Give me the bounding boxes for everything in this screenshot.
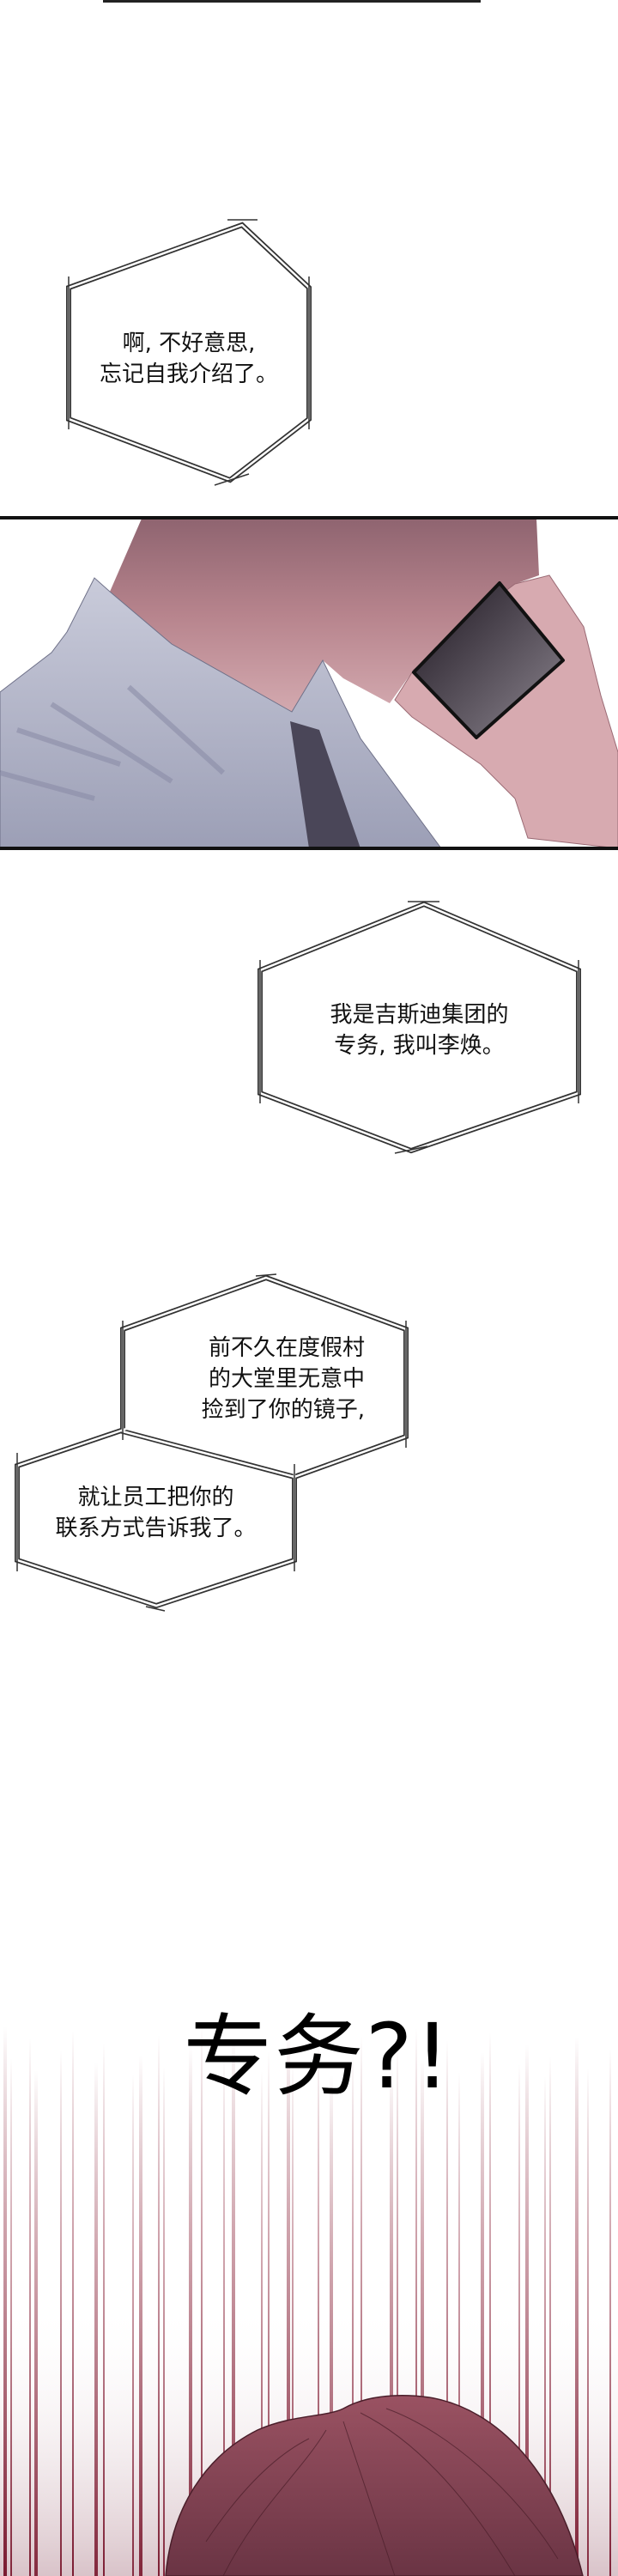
shock-line: [10, 2058, 12, 2576]
shock-line: [189, 2047, 192, 2576]
panel-shock-lines: [0, 2026, 618, 2576]
shock-line: [60, 2050, 62, 2576]
bubble-line: 我是吉斯迪集团的: [330, 1002, 509, 1028]
shock-line: [292, 2063, 294, 2576]
bubble-1-text: 啊, 不好意思, 忘记自我介绍了。: [69, 328, 309, 390]
sound-effect-text: 专务?!: [183, 2004, 452, 2109]
shock-line: [489, 2032, 491, 2576]
shock-line: [268, 2051, 270, 2576]
shock-line: [518, 2064, 520, 2576]
shock-line: [360, 2036, 362, 2576]
shock-line: [287, 2032, 290, 2576]
shock-line: [261, 2071, 263, 2576]
shock-line: [352, 2056, 354, 2576]
shock-line: [330, 2075, 333, 2576]
shock-line: [481, 2052, 484, 2576]
shock-line: [446, 2040, 448, 2576]
shock-line: [458, 2072, 460, 2576]
bubble-line: 啊, 不好意思,: [122, 331, 256, 356]
shock-line: [318, 2044, 319, 2576]
shock-line: [3, 2026, 7, 2576]
shock-line: [390, 2068, 393, 2576]
bubble-line: 联系方式告诉我了。: [55, 1516, 257, 1541]
bubble-2-text: 我是吉斯迪集团的 专务, 我叫李焕。: [260, 999, 579, 1061]
shock-line: [158, 2035, 160, 2576]
shock-line: [232, 2039, 235, 2576]
shock-lines: [3, 2026, 611, 2576]
bubble-3-text: 前不久在度假村 的大堂里无意中 捡到了你的镜子,: [159, 1333, 365, 1425]
shock-line: [132, 2075, 134, 2576]
shock-line: [397, 2048, 398, 2576]
phone-icon: [412, 581, 565, 739]
panel-border-top: [103, 0, 481, 3]
shock-line: [201, 2027, 203, 2576]
hair: [165, 2395, 584, 2576]
shock-line: [587, 2069, 589, 2576]
shock-line: [415, 2028, 417, 2576]
bubble-4-text: 就让员工把你的 联系方式告诉我了。: [17, 1482, 294, 1544]
shock-line: [94, 2063, 98, 2576]
shock-line: [421, 2060, 424, 2576]
shock-line: [549, 2057, 551, 2576]
shock-line: [163, 2067, 165, 2576]
tie: [290, 721, 360, 848]
bubble-line: 前不久在度假村: [208, 1335, 365, 1361]
shock-line: [223, 2059, 225, 2576]
bubble-line: 的大堂里无意中: [208, 1366, 365, 1392]
neck-and-face: [110, 519, 539, 712]
bubble-line: 忘记自我介绍了。: [99, 361, 278, 387]
shock-line: [609, 2049, 611, 2576]
panel-man-on-phone: [0, 516, 618, 850]
shock-line: [103, 2043, 105, 2576]
shock-line: [29, 2038, 31, 2576]
shock-line: [575, 2037, 579, 2576]
shock-line: [139, 2055, 142, 2576]
bubble-line: 捡到了你的镜子,: [201, 1397, 365, 1423]
bubble-line: 专务, 我叫李焕。: [334, 1033, 505, 1059]
shock-line: [544, 2076, 546, 2576]
bubble-line: 就让员工把你的: [77, 1485, 234, 1510]
shock-line: [72, 2031, 74, 2576]
shock-line: [525, 2044, 529, 2576]
shock-line: [34, 2070, 38, 2576]
